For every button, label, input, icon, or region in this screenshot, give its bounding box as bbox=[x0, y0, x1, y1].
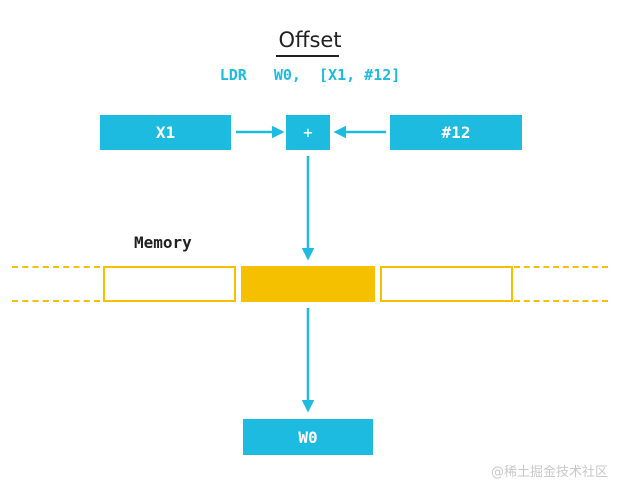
memory-cell bbox=[380, 266, 513, 302]
memory-dash-bottom-right bbox=[514, 300, 608, 302]
memory-cell bbox=[103, 266, 236, 302]
base-register-box: X1 bbox=[100, 115, 231, 150]
diagram-title: Offset bbox=[278, 28, 342, 52]
memory-cell-target bbox=[241, 266, 375, 302]
plus-box: + bbox=[286, 115, 330, 150]
instruction-text: LDR W0, [X1, #12] bbox=[219, 66, 401, 84]
memory-dash-bottom-left bbox=[12, 300, 100, 302]
watermark: @稀土掘金技术社区 bbox=[490, 465, 608, 480]
dest-register-box: W0 bbox=[243, 419, 373, 455]
title-underline bbox=[276, 55, 339, 57]
memory-dash-top-left bbox=[12, 266, 100, 268]
offset-box: #12 bbox=[390, 115, 522, 150]
memory-dash-top-right bbox=[514, 266, 608, 268]
memory-label: Memory bbox=[134, 233, 192, 252]
